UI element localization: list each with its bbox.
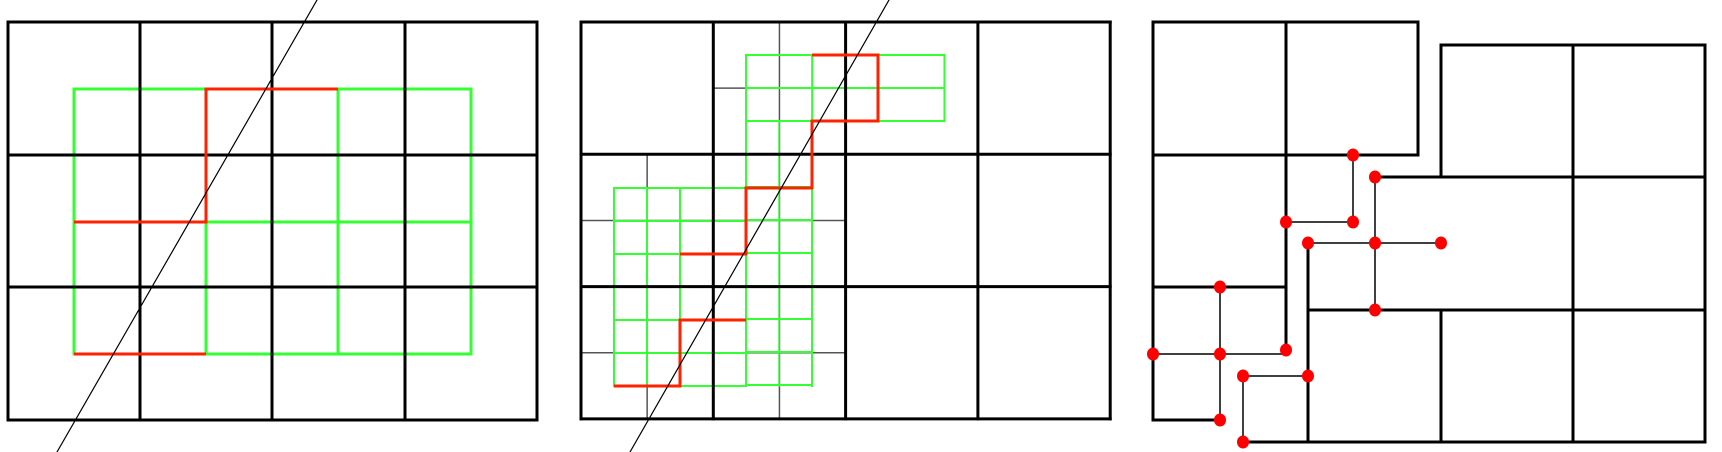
interface-path	[74, 87, 338, 224]
node-marker	[1369, 236, 1381, 250]
node-marker	[1214, 413, 1226, 427]
interface-path	[680, 53, 880, 256]
interface-path	[614, 318, 746, 388]
node-marker	[1369, 303, 1381, 317]
node-marker	[1435, 236, 1447, 250]
node-marker	[1302, 369, 1314, 383]
node-marker	[1214, 347, 1226, 361]
node-marker	[1369, 170, 1381, 184]
cut-line	[629, 0, 890, 452]
node-marker	[1237, 435, 1249, 449]
node-marker	[1347, 215, 1359, 229]
panel-refined-grid	[579, 0, 1112, 452]
node-marker	[1280, 215, 1292, 229]
node-marker	[1280, 343, 1292, 357]
panel-offset-grid	[1147, 20, 1707, 449]
node-marker	[1347, 148, 1359, 162]
node-marker	[1237, 369, 1249, 383]
node-marker	[1214, 280, 1226, 294]
cut-line	[56, 0, 318, 452]
node-marker	[1302, 236, 1314, 250]
node-marker	[1147, 347, 1159, 361]
panel-uniform-grid	[6, 0, 539, 452]
